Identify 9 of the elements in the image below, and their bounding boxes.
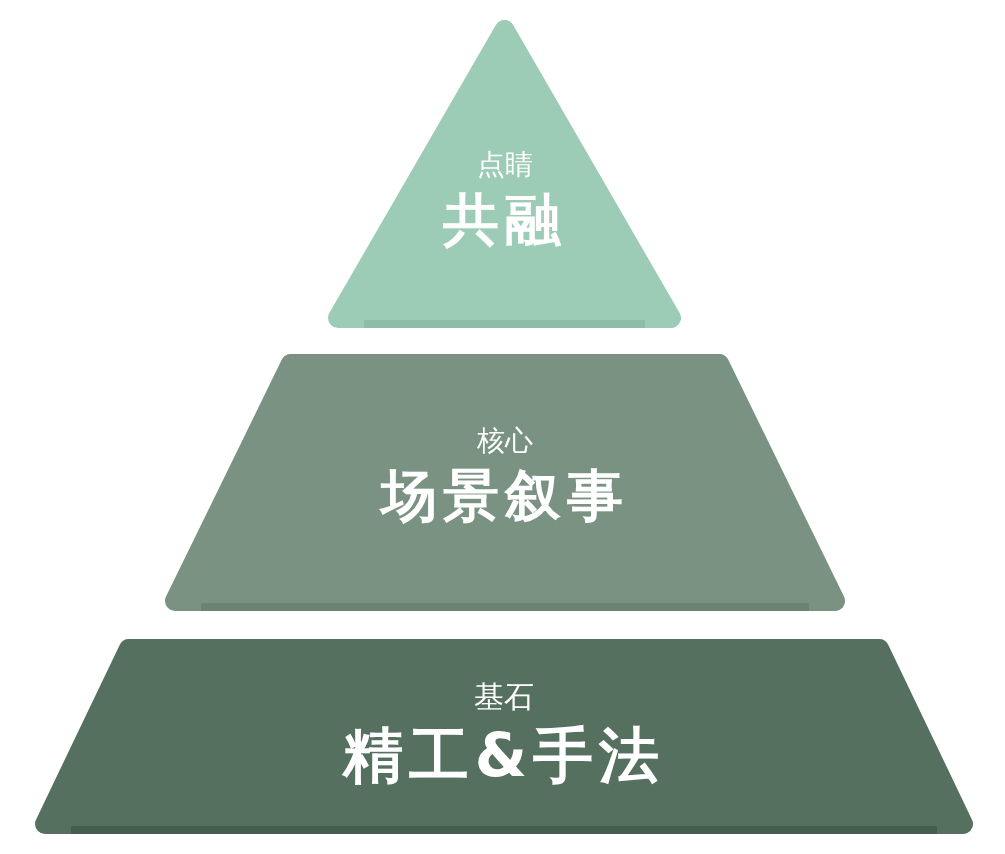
pyramid-apex-triangle	[328, 18, 681, 328]
tier-title: 场景叙事	[381, 461, 629, 529]
tier-subtitle: 核心	[477, 424, 533, 458]
pyramid-tier	[35, 639, 973, 834]
pyramid-tier	[165, 354, 845, 611]
tier-title: 精工&手法	[342, 719, 666, 791]
tier-subtitle: 基石	[474, 679, 534, 715]
tier-title: 共融	[442, 185, 567, 253]
tier-subtitle: 点睛	[476, 148, 533, 182]
